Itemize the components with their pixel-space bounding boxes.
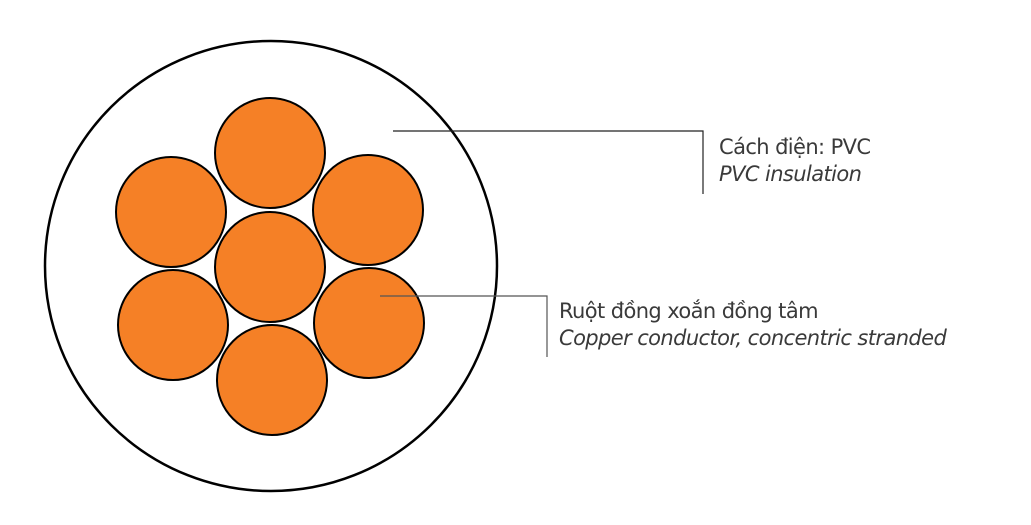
strand-top-right <box>312 154 424 266</box>
insulation-leader-line <box>393 130 704 194</box>
strand-top <box>214 97 326 209</box>
strand-bottom <box>216 324 328 436</box>
insulation-label: Cách điện: PVC PVC insulation <box>719 134 871 188</box>
conductor-label: Ruột đồng xoắn đồng tâm Copper conductor… <box>559 298 947 352</box>
insulation-label-en: PVC insulation <box>719 162 862 186</box>
copper-strands-group <box>115 97 425 436</box>
conductor-label-vi: Ruột đồng xoắn đồng tâm <box>559 299 819 323</box>
strand-bottom-right <box>313 267 425 379</box>
strand-center <box>214 211 326 323</box>
insulation-label-vi: Cách điện: PVC <box>719 135 871 159</box>
conductor-leader-line <box>380 295 548 357</box>
strand-bottom-left <box>117 269 229 381</box>
strand-top-left <box>115 156 227 268</box>
conductor-label-en: Copper conductor, concentric stranded <box>559 326 947 350</box>
